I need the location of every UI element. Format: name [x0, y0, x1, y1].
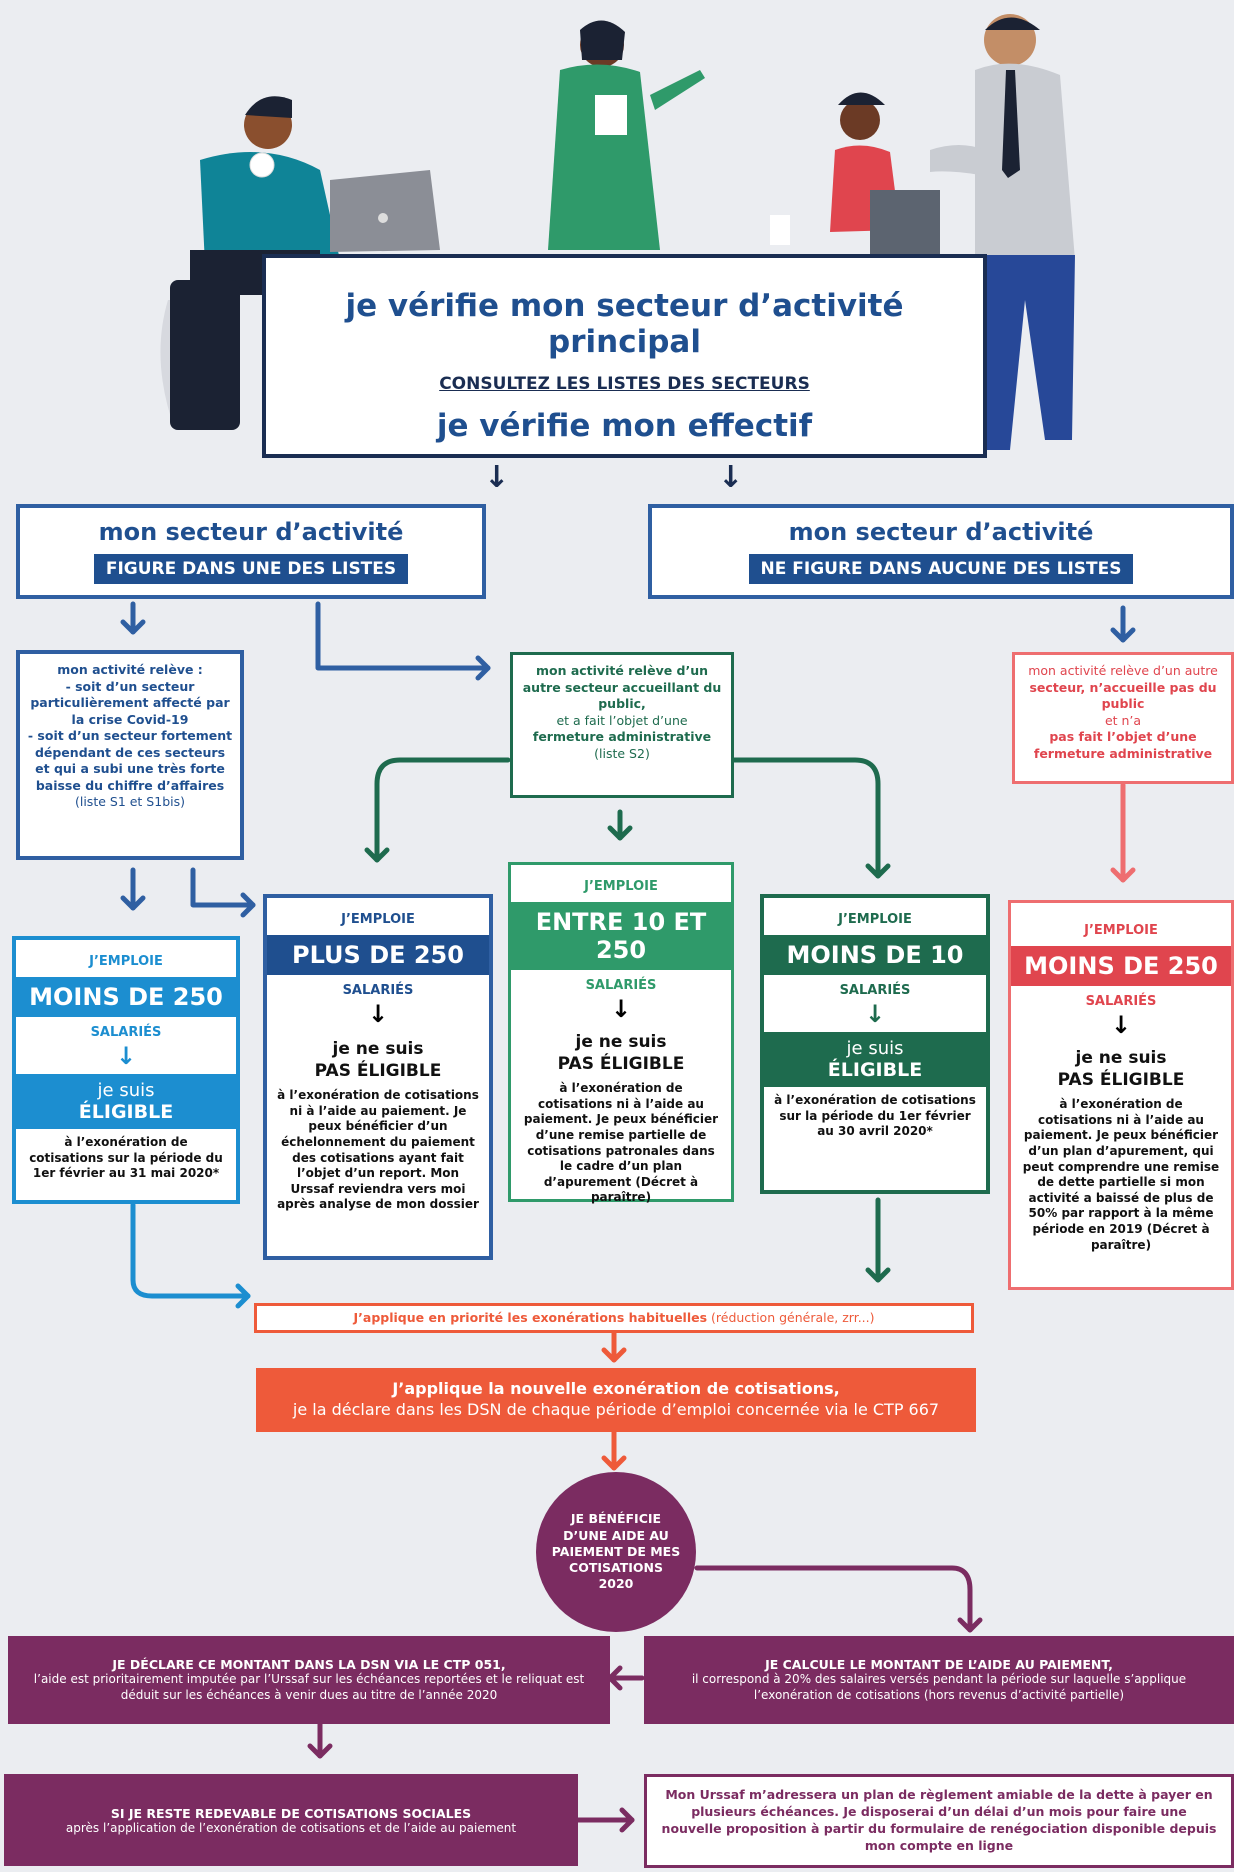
top-title-sector: je vérifie mon secteur d’activité princi… — [345, 288, 904, 360]
emp-label: J’EMPLOIE — [341, 912, 415, 927]
office-illustration — [160, 14, 1075, 450]
info-s2-line1: mon activité relève d’un — [535, 663, 709, 678]
emp-label: J’EMPLOIE — [89, 954, 163, 969]
emp-box-s1-under-250: J’EMPLOIE MOINS DE 250 SALARIÉS ↓ je sui… — [12, 936, 240, 1204]
info-s1-line3: - soit d’un secteur fortement dépendant … — [27, 728, 233, 793]
apply-new-line1: J’applique la nouvelle exonération de co… — [392, 1379, 840, 1399]
info-s2-line3: et a fait l’objet d’une — [556, 712, 688, 728]
emp-label: J’EMPLOIE — [838, 912, 912, 927]
sector-in-lists-box: mon secteur d’activité FIGURE DANS UNE D… — [16, 504, 486, 599]
declare-title: JE DÉCLARE CE MONTANT DANS LA DSN VIA LE… — [112, 1656, 506, 1672]
emp-verdict-2: PAS ÉLIGIBLE — [314, 1061, 442, 1082]
emp-verdict-1: je ne suis — [575, 1032, 667, 1052]
still-owe-box: SI JE RESTE REDEVABLE DE COTISATIONS SOC… — [4, 1774, 578, 1866]
emp-salaries: SALARIÉS — [585, 978, 657, 993]
top-check-box: je vérifie mon secteur d’activité princi… — [262, 254, 987, 458]
emp-salaries: SALARIÉS — [342, 983, 414, 998]
arrow-down-icon: ↓ — [484, 460, 510, 495]
top-title-effectif: je vérifie mon effectif — [436, 408, 813, 444]
apply-usual-bold: J’applique en priorité les exonérations … — [353, 1310, 708, 1325]
sector-not-in-lists-title: mon secteur d’activité — [788, 518, 1094, 546]
emp-band: MOINS DE 10 — [764, 935, 986, 975]
info-s2-line5: (liste S2) — [594, 745, 650, 761]
info-other-line4: pas fait l’objet d’une fermeture adminis… — [1033, 729, 1213, 761]
owe-text: après l’application de l’exonération de … — [65, 1820, 517, 1835]
info-other-sector: mon activité relève d’un autre secteur, … — [1012, 652, 1234, 784]
calc-title: JE CALCULE LE MONTANT DE L’AIDE AU PAIEM… — [765, 1656, 1113, 1672]
apply-usual-rest: (réduction générale, zrr...) — [711, 1310, 875, 1325]
emp-note: à l’exonération de cotisations ni à l’ai… — [277, 1088, 479, 1212]
emp-verdict-2: ÉLIGIBLE — [827, 1059, 923, 1081]
emp-box-s2-10-250: J’EMPLOIE ENTRE 10 ET 250 SALARIÉS ↓ je … — [508, 862, 734, 1204]
info-s1-line1: mon activité relève : — [57, 662, 203, 677]
emp-note: à l’exonération de cotisations ni à l’ai… — [523, 1081, 719, 1205]
emp-band: PLUS DE 250 — [267, 935, 489, 975]
emp-box-other-under-250: J’EMPLOIE MOINS DE 250 SALARIÉS ↓ je ne … — [1008, 900, 1234, 1290]
info-other-line2: secteur, n’accueille pas du public — [1029, 679, 1217, 712]
aid-benefit-circle: JE BÉNÉFICIE D’UNE AIDE AU PAIEMENT DE M… — [536, 1472, 696, 1632]
emp-band: MOINS DE 250 — [1011, 946, 1231, 986]
emp-label: J’EMPLOIE — [1084, 923, 1158, 938]
arrow-down-icon: ↓ — [610, 995, 632, 1023]
plan-text: Mon Urssaf m’adressera un plan de règlem… — [661, 1787, 1217, 1853]
apply-new-line2: je la déclare dans les DSN de chaque pér… — [292, 1400, 940, 1419]
aid-benefit-text: JE BÉNÉFICIE D’UNE AIDE AU PAIEMENT DE M… — [551, 1511, 681, 1592]
apply-new-exemption: J’applique la nouvelle exonération de co… — [256, 1368, 976, 1432]
sector-in-lists-tag: FIGURE DANS UNE DES LISTES — [93, 554, 409, 584]
arrow-down-icon: ↓ — [1110, 1011, 1132, 1039]
emp-salaries: SALARIÉS — [90, 1025, 162, 1040]
settlement-plan-box: Mon Urssaf m’adressera un plan de règlem… — [644, 1774, 1234, 1868]
calculate-aid-box: JE CALCULE LE MONTANT DE L’AIDE AU PAIEM… — [644, 1636, 1234, 1724]
emp-box-s1-over-250: J’EMPLOIE PLUS DE 250 SALARIÉS ↓ je ne s… — [263, 894, 493, 1260]
emp-note: à l’exonération de cotisations ni à l’ai… — [1022, 1097, 1220, 1252]
info-s1-line4: (liste S1 et S1bis) — [74, 794, 185, 809]
info-list-s2: mon activité relève d’un autre secteur a… — [510, 652, 734, 798]
emp-note: à l’exonération de cotisations sur la pé… — [774, 1093, 976, 1139]
calc-text: il correspond à 20% des salaires versés … — [691, 1671, 1187, 1702]
emp-verdict-2: PAS ÉLIGIBLE — [1057, 1070, 1185, 1091]
arrow-down-icon: ↓ — [718, 460, 744, 495]
emp-note: à l’exonération de cotisations sur la pé… — [29, 1135, 223, 1181]
emp-box-s2-under-10: J’EMPLOIE MOINS DE 10 SALARIÉS ↓ je suis… — [760, 894, 990, 1194]
apply-usual-exemptions: J’applique en priorité les exonérations … — [254, 1303, 974, 1333]
emp-band: ENTRE 10 ET 250 — [511, 902, 731, 970]
info-s2-line2: autre secteur accueillant du public, — [522, 679, 722, 712]
emp-salaries: SALARIÉS — [1085, 994, 1157, 1009]
sector-not-in-lists-box: mon secteur d’activité NE FIGURE DANS AU… — [648, 504, 1234, 599]
emp-label: J’EMPLOIE — [584, 879, 658, 894]
info-list-s1: mon activité relève : - soit d’un secteu… — [16, 650, 244, 860]
arrow-down-icon: ↓ — [367, 1000, 389, 1028]
info-other-line3: et n’a — [1104, 712, 1142, 728]
sector-lists-link[interactable]: CONSULTEZ LES LISTES DES SECTEURS — [439, 374, 810, 394]
emp-verdict-1: je suis — [97, 1080, 155, 1101]
declare-text: l’aide est prioritairement imputée par l… — [33, 1671, 585, 1702]
emp-verdict-1: je ne suis — [332, 1039, 424, 1059]
info-s1-line2: - soit d’un secteur particulièrement aff… — [30, 678, 230, 727]
emp-verdict-2: PAS ÉLIGIBLE — [557, 1054, 685, 1075]
emp-verdict-1: je ne suis — [1075, 1048, 1167, 1068]
arrow-down-icon: ↓ — [864, 1000, 886, 1028]
owe-title: SI JE RESTE REDEVABLE DE COTISATIONS SOC… — [110, 1805, 472, 1821]
emp-verdict-1: je suis — [846, 1038, 904, 1059]
sector-not-in-lists-tag: NE FIGURE DANS AUCUNE DES LISTES — [748, 554, 1134, 584]
emp-salaries: SALARIÉS — [839, 983, 911, 998]
info-other-line1: mon activité relève d’un autre — [1028, 663, 1218, 678]
info-s2-line4: fermeture administrative — [532, 729, 712, 744]
emp-band: MOINS DE 250 — [16, 977, 236, 1017]
declare-ctp051-box: JE DÉCLARE CE MONTANT DANS LA DSN VIA LE… — [8, 1636, 610, 1724]
sector-in-lists-title: mon secteur d’activité — [98, 518, 404, 546]
arrow-down-icon: ↓ — [115, 1042, 137, 1070]
emp-verdict-2: ÉLIGIBLE — [78, 1101, 174, 1123]
